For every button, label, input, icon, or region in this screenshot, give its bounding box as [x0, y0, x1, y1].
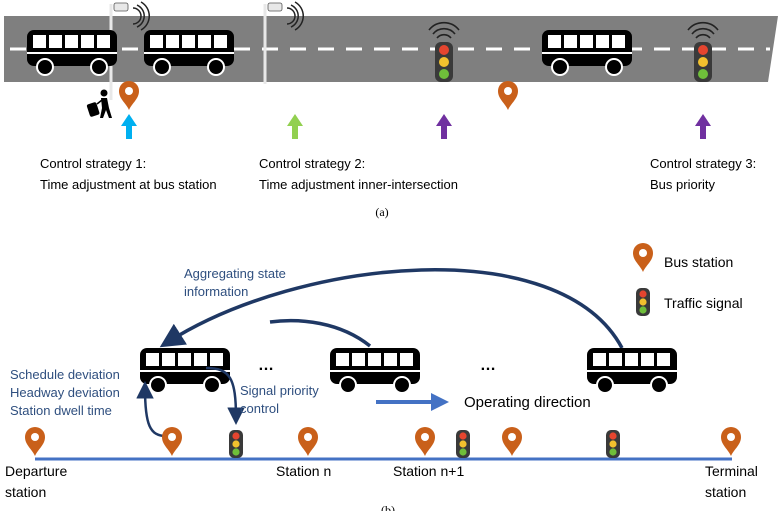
bus-icon [139, 347, 231, 394]
panel-a: Control strategy 1: Time adjustment at b… [4, 1, 778, 219]
bus-station-pin-icon [721, 427, 741, 456]
terminal-label-1: Terminal [705, 463, 758, 479]
arrow-up-icon [287, 114, 303, 139]
ellipsis-1: … [258, 357, 274, 374]
signal-priority-label-2: control [240, 401, 279, 416]
station-n1-label: Station n+1 [393, 463, 464, 479]
caption-a: (a) [375, 205, 388, 219]
bus-station-pin-icon [298, 427, 318, 456]
camera-icon [109, 1, 150, 100]
departure-label-2: station [5, 484, 46, 500]
strategy-1-description: Time adjustment at bus station [40, 177, 217, 192]
station-dwell-time-label: Station dwell time [10, 403, 112, 418]
strategy-3-description: Bus priority [650, 177, 716, 192]
signal-priority-label-1: Signal priority [240, 383, 319, 398]
legend-traffic-light-icon [636, 288, 650, 316]
aggregating-label-1: Aggregating state [184, 266, 286, 281]
bus-icon [586, 347, 678, 394]
bus-station-pin-icon [498, 81, 518, 110]
aggregating-label-2: information [184, 284, 248, 299]
station-to-bus-arrow [136, 381, 167, 438]
legend-traffic-signal: Traffic signal [664, 295, 743, 311]
headway-deviation-label: Headway deviation [10, 385, 120, 400]
aggregating-arrow [159, 268, 624, 349]
legend-bus-station: Bus station [664, 254, 733, 270]
bus-station-pin-icon [415, 427, 435, 456]
schedule-deviation-label: Schedule deviation [10, 367, 120, 382]
strategy-2-title: Control strategy 2: [259, 156, 365, 171]
ellipsis-2: … [480, 357, 496, 374]
arrow-up-icon [695, 114, 711, 139]
strategy-2-description: Time adjustment inner-intersection [259, 177, 458, 192]
operating-direction-label: Operating direction [464, 394, 591, 411]
pedestrian-luggage-icon [86, 89, 112, 118]
panel-b: Bus station Traffic signal Aggregating s… [5, 243, 758, 511]
legend-pin-icon [633, 243, 653, 272]
caption-b: (b) [381, 503, 395, 511]
aggregating-arrow-short [269, 318, 372, 348]
bus-station-pin-icon [162, 427, 182, 456]
camera-icon [263, 1, 304, 84]
departure-label-1: Departure [5, 463, 67, 479]
arrow-up-icon [436, 114, 452, 139]
bus-station-pin-icon [502, 427, 522, 456]
station-n-label: Station n [276, 463, 331, 479]
terminal-label-2: station [705, 484, 746, 500]
bus-icon [329, 347, 421, 394]
strategy-1-title: Control strategy 1: [40, 156, 146, 171]
traffic-light-icon [229, 430, 243, 458]
bus-station-pin-icon [25, 427, 45, 456]
traffic-light-icon [456, 430, 470, 458]
traffic-light-icon [606, 430, 620, 458]
bus-to-signal-arrow [205, 366, 245, 425]
strategy-3-title: Control strategy 3: [650, 156, 756, 171]
bus-station-pin-icon [119, 81, 139, 110]
arrow-up-icon [121, 114, 137, 139]
